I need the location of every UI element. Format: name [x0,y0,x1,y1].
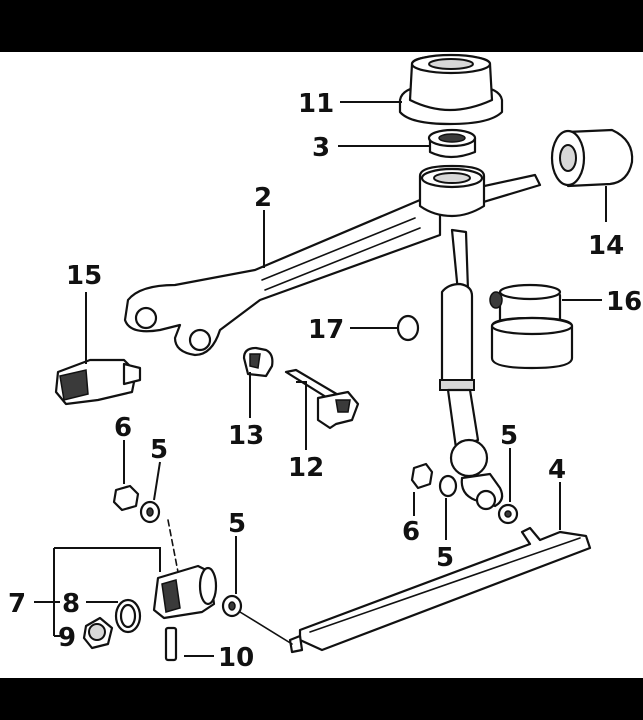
nut-6-right [410,462,434,490]
callout-12: 12 [288,453,324,483]
callout-3: 3 [312,133,330,163]
part-14-bushing [550,128,634,188]
part-9-sleeve [82,616,114,650]
callout-8: 8 [62,589,80,619]
washer-5-right-b [497,503,519,525]
callout-9: 9 [58,623,76,653]
shift-rod [439,228,504,511]
callout-2: 2 [254,183,272,213]
part-13-clip [242,346,274,378]
callout-10: 10 [218,643,254,673]
exploded-parts-diagram: 11 3 2 14 15 16 17 13 12 6 5 5 4 6 5 5 7… [8,53,642,673]
callout-16: 16 [606,287,642,317]
part-4-rod [239,526,592,654]
callout-5-right-lower: 5 [436,543,454,573]
part-11-boot [398,53,504,126]
callout-7: 7 [8,589,26,619]
callout-14: 14 [588,231,624,261]
leader-lines [34,101,607,657]
part-8-ring [114,598,142,634]
part-12-bracket [284,368,360,430]
callout-5-left: 5 [150,435,168,465]
callout-15: 15 [66,261,102,291]
part-3-ring [427,128,477,159]
callout-4: 4 [548,455,566,485]
callout-5-lower: 5 [228,509,246,539]
part-15-switch [54,358,142,406]
part-17-o-ring [396,314,420,342]
washer-5-right-a [438,474,458,498]
washer-5-left [139,500,161,524]
callout-17: 17 [308,315,344,345]
diagram-canvas: 11 3 2 14 15 16 17 13 12 6 5 5 4 6 5 5 7… [0,52,643,678]
part-2-shift-arm [123,164,542,357]
part-7-joint [152,519,218,620]
part-10-pin [164,626,178,662]
callout-5-right-upper: 5 [500,421,518,451]
nut-6-left [112,484,140,512]
callout-11: 11 [298,89,334,119]
callout-6-left: 6 [114,413,132,443]
callout-6-right: 6 [402,517,420,547]
callout-13: 13 [228,421,264,451]
washer-5-lower [221,594,243,618]
part-16-mount [489,283,574,370]
